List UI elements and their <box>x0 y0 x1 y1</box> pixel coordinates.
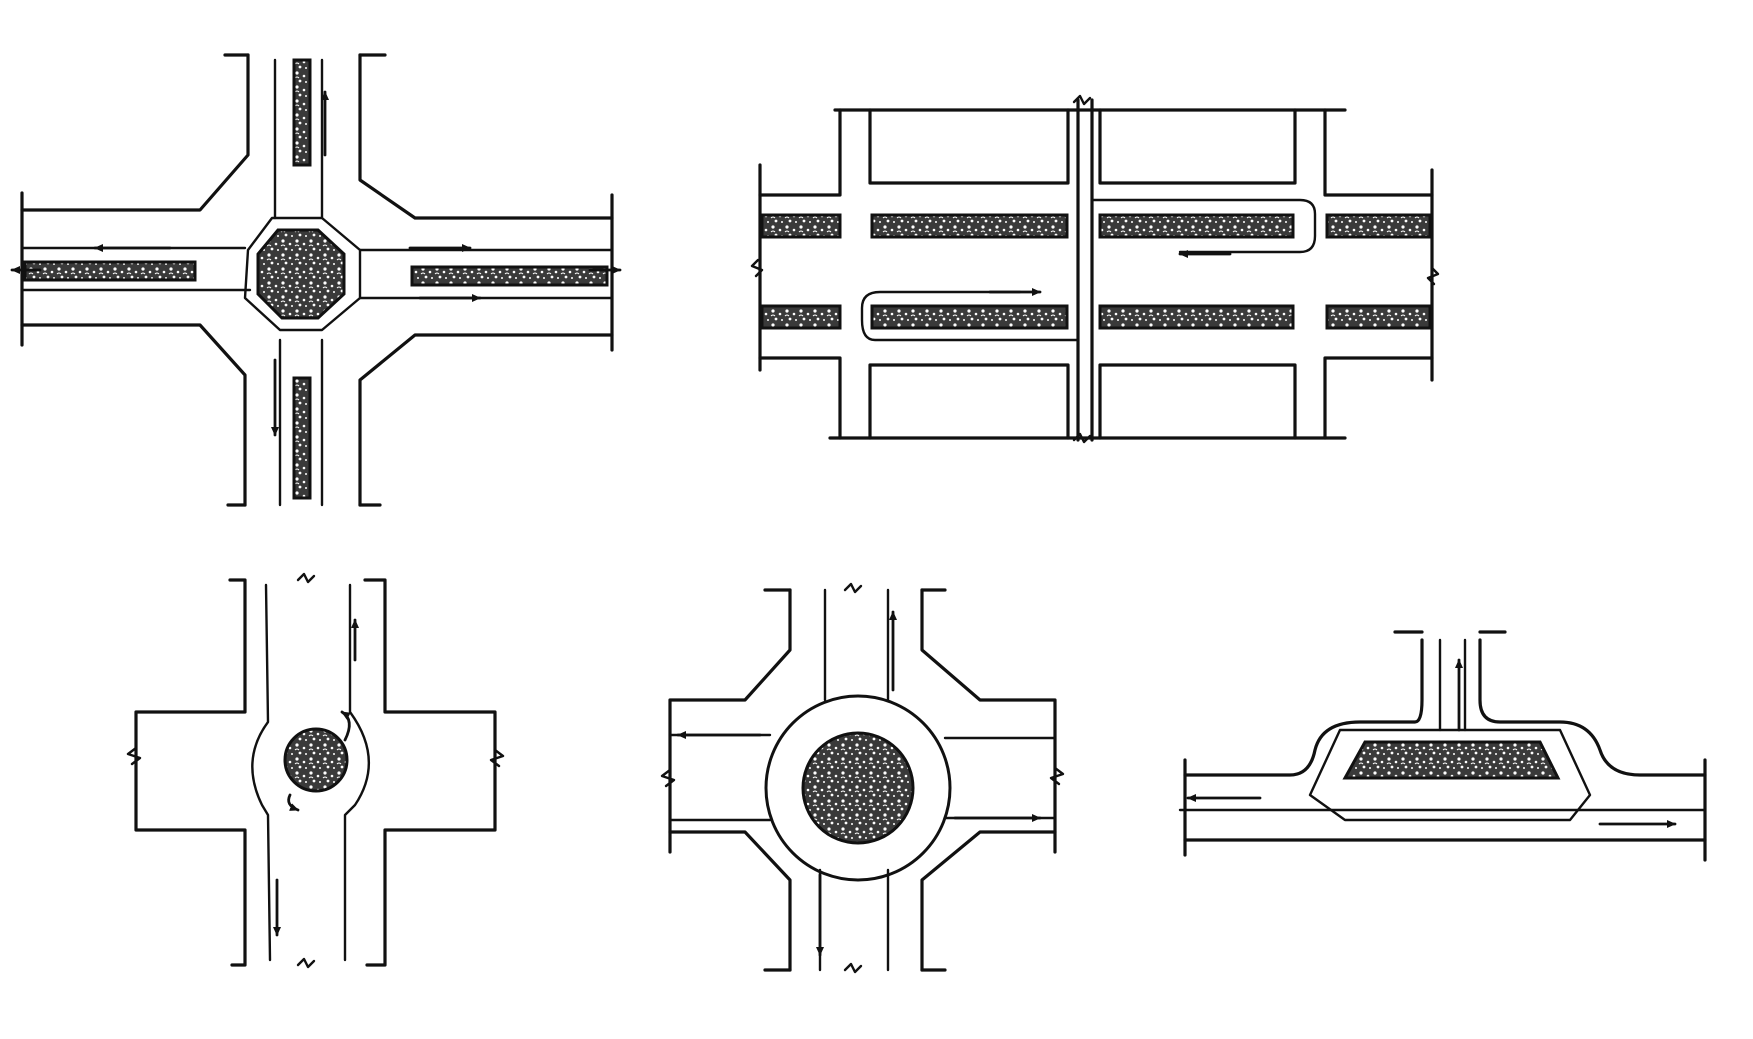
panel-median-u-turn <box>750 94 1440 444</box>
break-line-icon <box>1072 94 1092 106</box>
panel-large-roundabout <box>660 582 1065 974</box>
nw-outline <box>668 588 792 854</box>
median-icon <box>1098 213 1295 239</box>
break-line-icon <box>843 962 863 974</box>
u-turn-path-west <box>860 290 1080 342</box>
break-line-icon <box>1049 766 1065 786</box>
arrow-icon <box>287 793 300 812</box>
roundabout-ring <box>243 216 362 332</box>
median-icon <box>1098 304 1295 330</box>
central-island-icon <box>256 228 346 320</box>
block-nw <box>758 108 842 197</box>
traffic-island-icon <box>1342 740 1561 780</box>
block-se <box>1323 356 1434 440</box>
break-line-icon <box>126 746 142 766</box>
central-island-icon <box>283 727 349 793</box>
block-s-mid-left <box>868 363 1070 440</box>
approach-lane-lines <box>818 588 890 972</box>
lane-line-east <box>343 583 371 962</box>
road-outline-north-west <box>20 53 250 212</box>
median-icon <box>1325 304 1432 330</box>
se-outline <box>920 830 1057 972</box>
road-outline-south-west <box>20 323 247 507</box>
corridor-end-edges <box>758 163 1434 382</box>
break-line-icon <box>1072 432 1092 444</box>
panel-cross-roundabout <box>10 53 622 507</box>
block-n-mid-right <box>1098 108 1297 185</box>
block-s-mid-right <box>1098 363 1297 440</box>
east-median-icon <box>410 265 609 287</box>
break-line-icon <box>296 572 316 584</box>
north-lane-lines <box>273 58 324 220</box>
block-sw <box>758 356 842 440</box>
central-island-icon <box>801 731 915 845</box>
panel-small-island-intersection <box>126 572 505 969</box>
road-outline-south-east <box>358 333 614 507</box>
approach-edges <box>763 588 947 972</box>
west-road-outline <box>134 578 247 967</box>
south-lane-lines <box>278 338 324 507</box>
break-line-icon <box>296 957 316 969</box>
north-median-icon <box>292 58 312 167</box>
break-line-icon <box>1426 266 1440 286</box>
east-lane-lines <box>358 248 614 300</box>
break-line-icon <box>489 748 505 768</box>
median-icon <box>760 304 842 330</box>
break-line-icon <box>660 768 676 788</box>
median-icon <box>870 304 1069 330</box>
panel-t-junction <box>1178 630 1707 862</box>
sw-outline <box>668 830 792 972</box>
side-road-lanes <box>1438 638 1467 732</box>
ne-outline <box>920 588 1057 854</box>
block-ne <box>1323 108 1434 197</box>
center-divider <box>1076 98 1094 442</box>
road-outline-north-east <box>358 53 614 220</box>
median-icon <box>1325 213 1432 239</box>
west-median-icon <box>23 260 197 282</box>
arrow-icon <box>340 710 351 742</box>
t-junction-outline <box>1183 638 1707 777</box>
south-median-icon <box>292 376 312 500</box>
lane-line-west <box>251 583 272 962</box>
break-line-icon <box>750 258 764 278</box>
roundabout-ring <box>764 694 952 882</box>
median-icon <box>760 213 842 239</box>
break-line-icon <box>843 582 863 594</box>
junction-island-boundary <box>1308 728 1592 822</box>
east-road-outline <box>363 578 497 967</box>
block-n-mid-left <box>868 108 1070 185</box>
u-turn-path-east <box>1090 198 1317 254</box>
median-icon <box>870 213 1069 239</box>
